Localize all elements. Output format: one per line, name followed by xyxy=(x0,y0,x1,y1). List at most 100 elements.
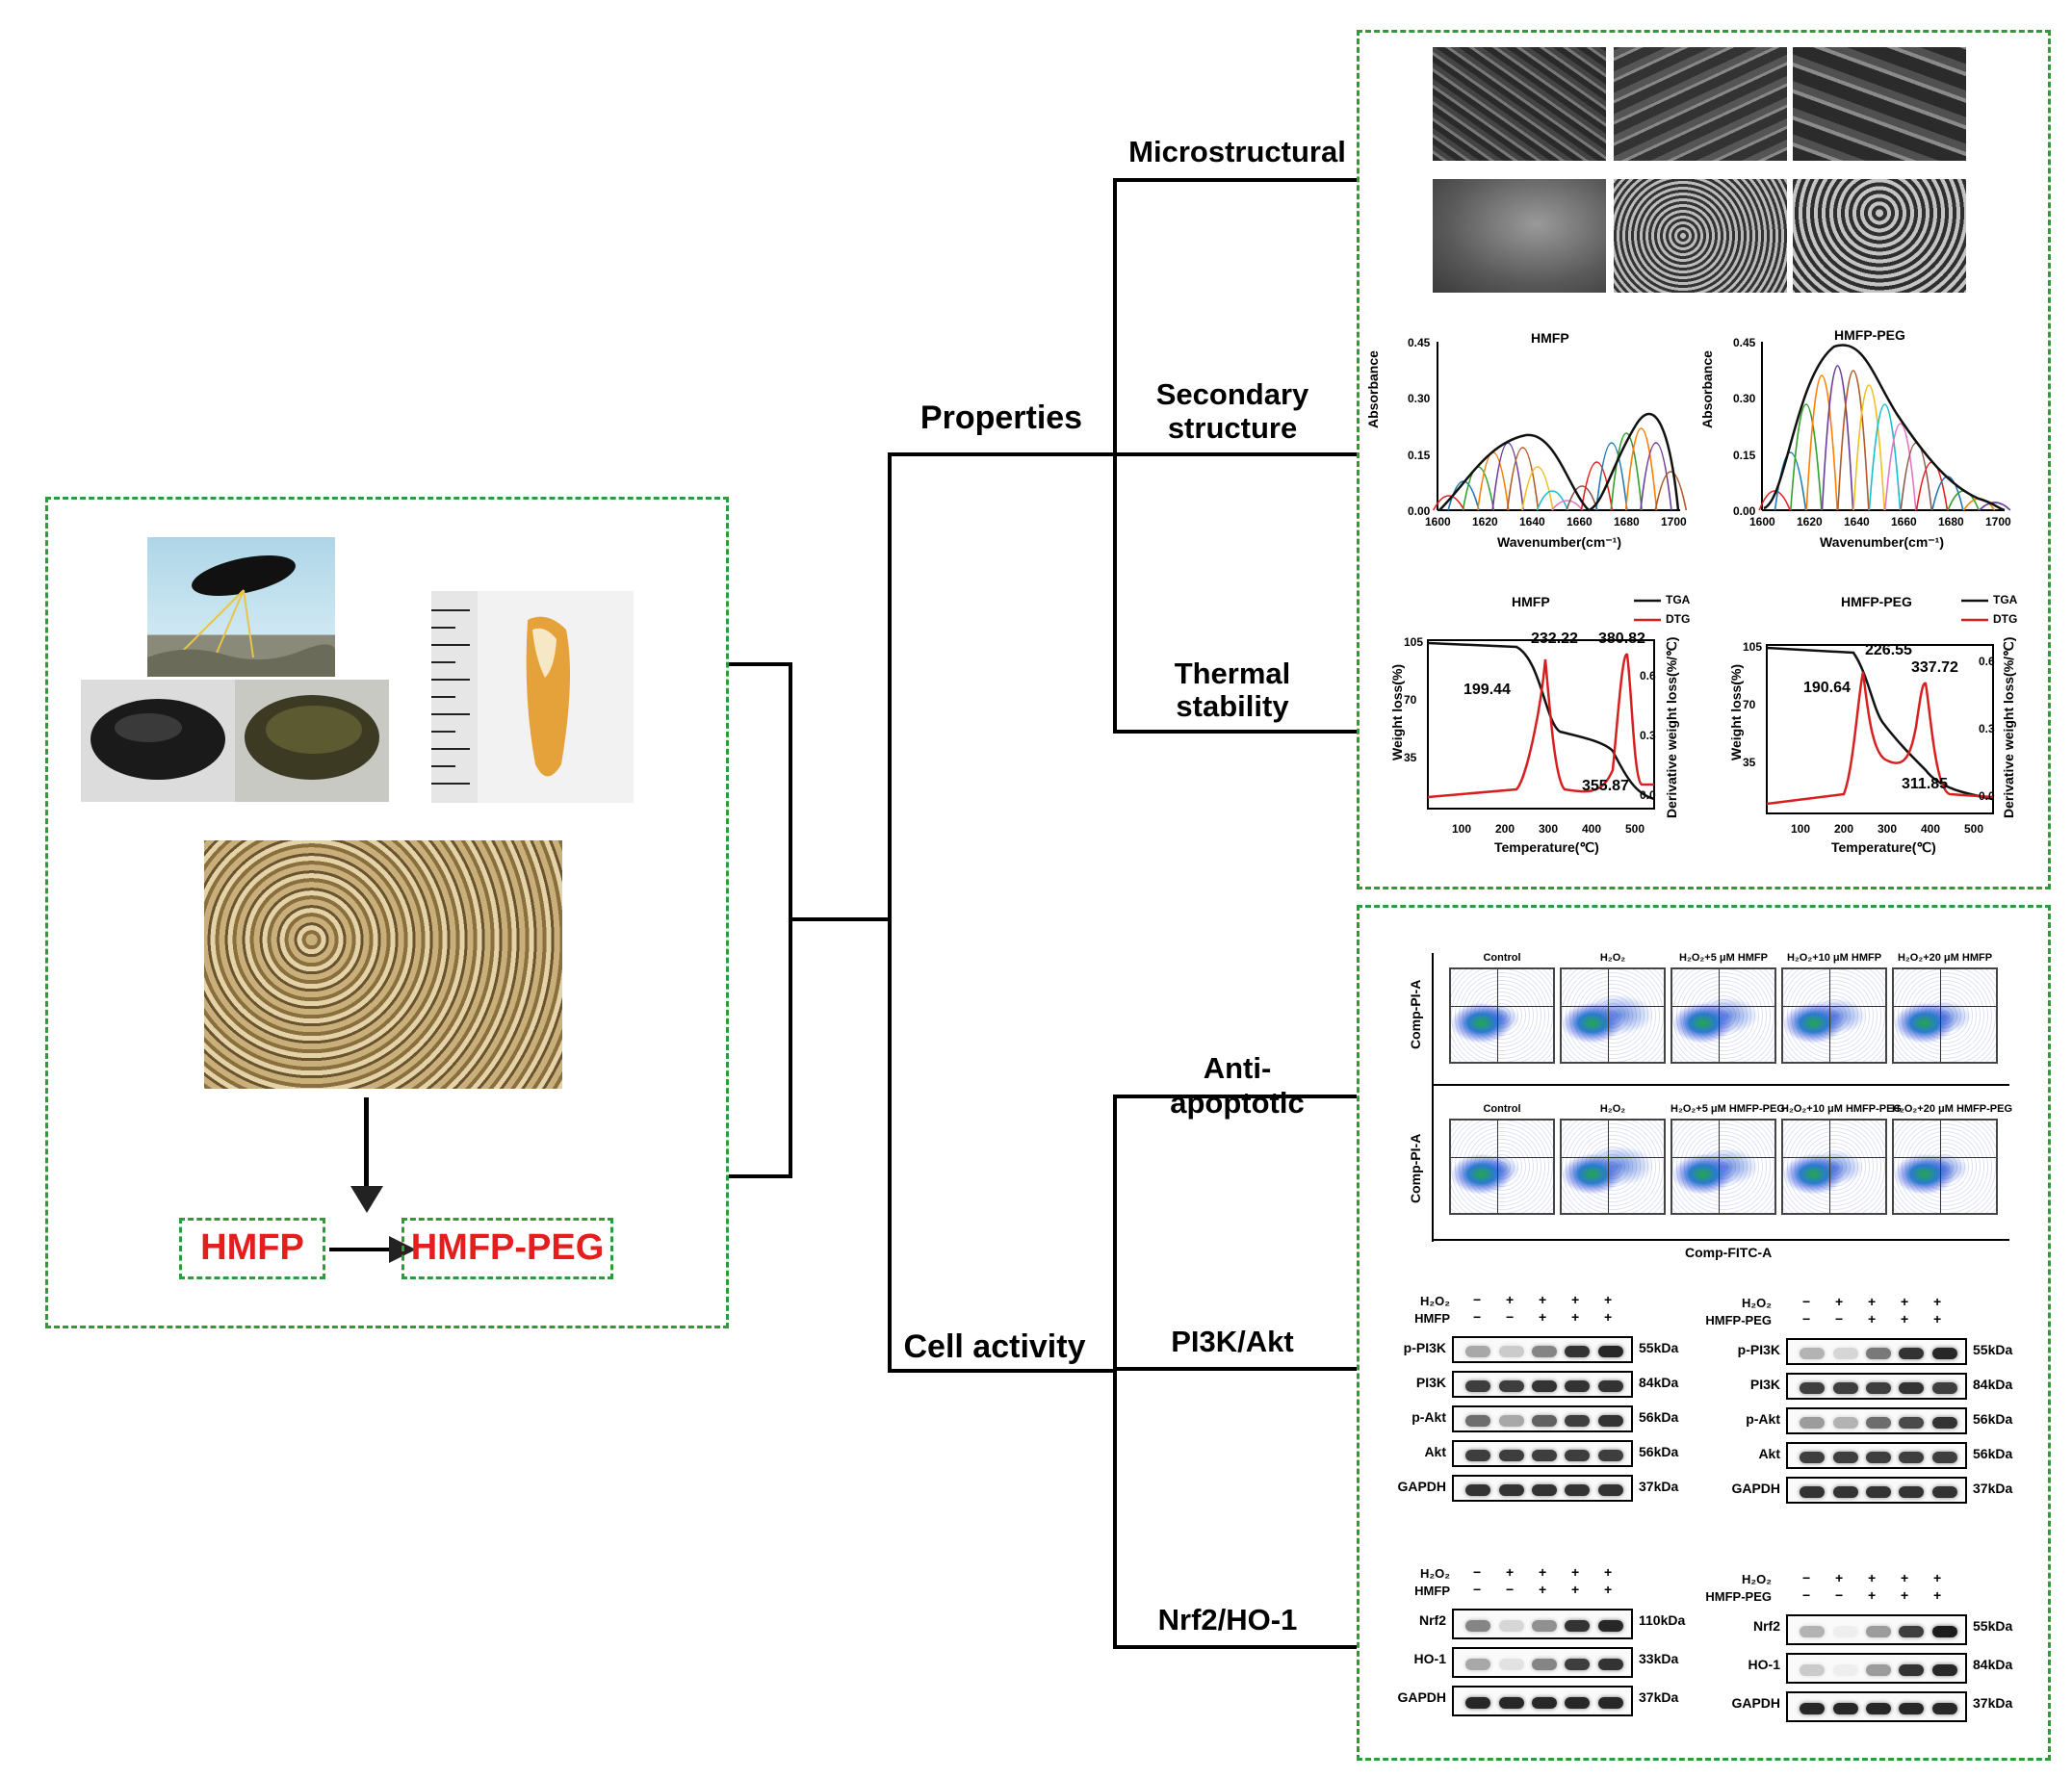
ftir-peak xyxy=(1868,403,1902,511)
ftir-peak xyxy=(1551,500,1584,511)
byssus-foot-photo xyxy=(431,591,634,803)
wb-treat1-label: H₂O₂ xyxy=(1419,1566,1450,1581)
tree-line xyxy=(1113,730,1357,734)
thermal-right-tga xyxy=(1766,646,1994,801)
sem-image xyxy=(1433,47,1606,161)
wb-sign: − xyxy=(1802,1294,1811,1309)
wb-band xyxy=(1565,1659,1591,1670)
wb-row-label: HO-1 xyxy=(1413,1651,1446,1666)
wb-row-label: p-Akt xyxy=(1746,1411,1780,1427)
wb-sign: + xyxy=(1868,1587,1877,1603)
tree-line xyxy=(729,662,790,666)
wb-sign: − xyxy=(1506,1582,1515,1597)
wb-sign: + xyxy=(1604,1582,1613,1597)
ftir-xtick: 1600 xyxy=(1749,515,1775,528)
wb-band xyxy=(1866,1382,1891,1394)
tree-line xyxy=(888,452,892,1371)
wb-blot-strip xyxy=(1786,1614,1967,1645)
wb-row-label: GAPDH xyxy=(1397,1689,1446,1705)
wb-band xyxy=(1866,1417,1891,1429)
ftir-ytick: 0.15 xyxy=(1408,449,1431,462)
flow-gate-h xyxy=(1894,1157,1996,1158)
thermal-left-ann-4: 355.87 xyxy=(1582,778,1629,794)
wb-band xyxy=(1899,1452,1925,1463)
thermal-right-ylabel-right: Derivative weight loss(%/℃) xyxy=(2001,636,2016,818)
ftir-peak xyxy=(1506,447,1540,511)
mussel-photo-1 xyxy=(81,680,235,802)
arrow-right-shaft xyxy=(329,1248,397,1251)
wb-band xyxy=(1532,1697,1557,1709)
thermal-left-frame xyxy=(1427,639,1655,810)
wb-blot-strip xyxy=(1452,1647,1633,1678)
tree-line xyxy=(1113,452,1357,456)
wb-band xyxy=(1866,1348,1891,1359)
sem-image xyxy=(1793,179,1966,293)
wb-sign: + xyxy=(1933,1294,1942,1309)
wb-band xyxy=(1832,1382,1858,1394)
wb-row-label: HO-1 xyxy=(1748,1657,1780,1672)
wb-kda-label: 55kDa xyxy=(1973,1342,2013,1357)
wb-sign: + xyxy=(1571,1309,1580,1325)
wb-band xyxy=(1832,1417,1858,1429)
wb-band xyxy=(1498,1697,1524,1709)
wb-band xyxy=(1800,1703,1826,1714)
ftir-ytick: 0.30 xyxy=(1408,392,1431,405)
ftir-xtick: 1620 xyxy=(1797,515,1823,528)
wb-band xyxy=(1465,1346,1491,1357)
flow-axis-x2 xyxy=(1432,1239,2009,1241)
flow-gate-v xyxy=(1829,1121,1830,1213)
ftir-peak xyxy=(1837,370,1870,511)
flow-axis-y xyxy=(1432,953,1434,1242)
sem-image xyxy=(1793,47,1966,161)
ftir-left-title: HMFP xyxy=(1531,330,1569,346)
wb-row-label: Nrf2 xyxy=(1752,1618,1780,1634)
tree-line xyxy=(1113,1367,1357,1371)
wb-band xyxy=(1532,1415,1557,1427)
wb-row-label: GAPDH xyxy=(1397,1479,1446,1494)
flow-gate-v xyxy=(1497,1121,1498,1213)
thermal-right-ann-3: 190.64 xyxy=(1803,680,1851,696)
wb-band xyxy=(1597,1659,1623,1670)
ftir-left-envelope xyxy=(1438,412,1680,512)
flow-plot xyxy=(1892,1119,1998,1215)
wb-blot-strip xyxy=(1786,1442,1967,1469)
flow-gate-v xyxy=(1497,969,1498,1062)
flow-plot-title: H₂O₂+20 μM HMFP-PEG xyxy=(1892,1103,2012,1115)
thermal-right-xlabel: Temperature(℃) xyxy=(1831,839,1936,855)
wb-band xyxy=(1532,1620,1557,1632)
wb-kda-label: 37kDa xyxy=(1973,1695,2013,1711)
wb-sign: + xyxy=(1901,1570,1909,1585)
flow-plot xyxy=(1449,1119,1555,1215)
materials-panel xyxy=(45,497,729,1328)
ftir-right-peaks xyxy=(1758,365,2011,511)
wb-band xyxy=(1498,1484,1524,1496)
flow-gate-v xyxy=(1608,969,1609,1062)
wb-band xyxy=(1597,1620,1623,1632)
flow-gate-h xyxy=(1562,1157,1664,1158)
thermal-ytick-right: 0.3 xyxy=(1640,729,1656,742)
wb-blot-strip xyxy=(1786,1407,1967,1434)
thermal-charts xyxy=(1427,599,1994,814)
flow-gate-h xyxy=(1894,1006,1996,1007)
flow-plot xyxy=(1560,967,1666,1064)
flow-gate-v xyxy=(1829,969,1830,1062)
wb-band xyxy=(1866,1703,1891,1714)
pi3k-akt-label: PI3K/Akt xyxy=(1171,1325,1294,1358)
wb-sign: − xyxy=(1473,1582,1482,1597)
flow-ylabel-1: Comp-PI-A xyxy=(1408,979,1423,1049)
wb-band xyxy=(1800,1417,1826,1429)
wb-band xyxy=(1899,1664,1925,1676)
wb-treat2-label: HMFP-PEG xyxy=(1705,1589,1772,1604)
wb-sign: − xyxy=(1802,1311,1811,1327)
thermal-right-ann-4: 311.85 xyxy=(1902,776,1949,792)
wb-sign: + xyxy=(1901,1311,1909,1327)
wb-band xyxy=(1832,1664,1858,1676)
thermal-xtick: 400 xyxy=(1582,822,1602,836)
flow-gate-v xyxy=(1940,969,1941,1062)
ftir-xtick: 1680 xyxy=(1614,515,1640,528)
wb-band xyxy=(1931,1417,1957,1429)
flow-axis-x xyxy=(1432,1084,2009,1086)
ftir-xtick: 1660 xyxy=(1567,515,1593,528)
wb-band xyxy=(1800,1452,1826,1463)
bulk-feet-photo xyxy=(204,840,562,1089)
